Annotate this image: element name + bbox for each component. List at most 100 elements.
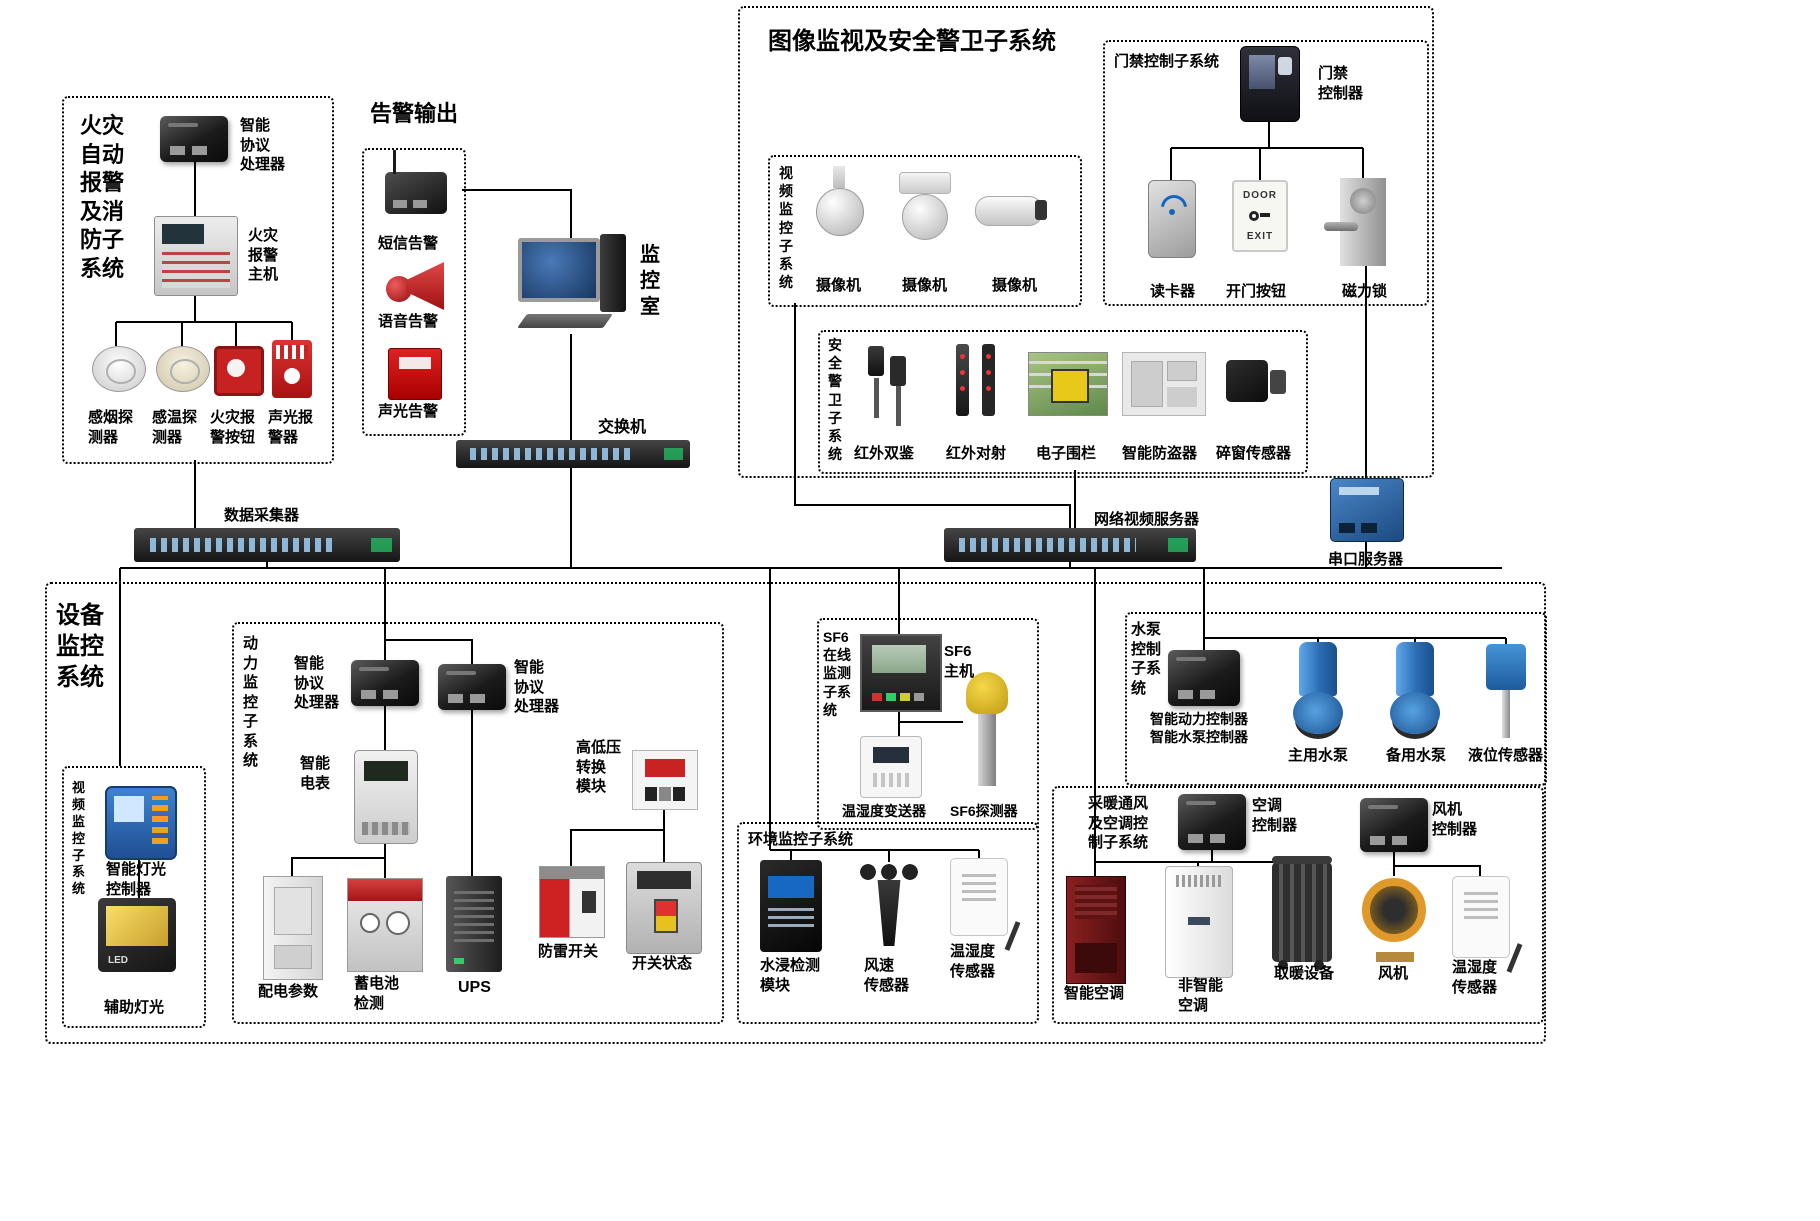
fire-protocol-processor-label: 智能 协议 处理器: [240, 117, 286, 173]
switch-label: 交换机: [598, 419, 647, 436]
normal-ac-label: 非智能 空调: [1178, 977, 1224, 1014]
door-button-label: 开门按钮: [1226, 283, 1287, 300]
sms-alarm-device: [385, 150, 447, 214]
ups-label: UPS: [458, 979, 491, 996]
magnetic-lock-label: 磁力锁: [1342, 283, 1388, 300]
computer-monitor: [518, 238, 600, 302]
switch-status-label: 开关状态: [632, 955, 693, 972]
lighting-subsystem-title: 视频监控子系统: [72, 780, 86, 897]
equipment-monitor-box: [45, 582, 1546, 1044]
main-pump-device: [1286, 642, 1350, 740]
smart-ac-label: 智能空调: [1064, 985, 1125, 1002]
ir-dual-label: 红外双鉴: [854, 445, 915, 462]
sound-light-output-device: [388, 348, 442, 400]
pump-subsystem-title: 水泵 控制 子系 统: [1131, 621, 1162, 697]
fan-label: 风机: [1378, 965, 1409, 982]
normal-ac-device: [1165, 866, 1233, 978]
fire-alarm-button-device: [214, 346, 264, 396]
camera1-label: 摄像机: [816, 277, 862, 294]
distribution-label: 配电参数: [258, 983, 319, 1000]
level-sensor-device: [1478, 644, 1534, 740]
image-security-title: 图像监视及安全警卫子系统: [768, 28, 1056, 55]
door-text-top: DOOR: [1243, 190, 1277, 202]
temp-detector-device: [156, 346, 210, 392]
backup-pump-device: [1383, 642, 1447, 740]
wind-sensor-device: [856, 862, 922, 950]
smoke-detector-device: [92, 346, 146, 392]
main-pump-label: 主用水泵: [1288, 747, 1349, 764]
hvac-subsystem-box: [1052, 786, 1544, 1024]
fire-subsystem-title: 火灾自动报警及消防子系统: [80, 113, 125, 281]
led-text: LED: [108, 955, 128, 966]
power-processor2-label: 智能 协议 处理器: [514, 659, 560, 715]
card-reader-label: 读卡器: [1150, 283, 1196, 300]
access-controller-device: [1240, 46, 1300, 122]
floodlight-device: LED: [98, 898, 176, 972]
power-processor1-label: 智能 协议 处理器: [294, 655, 340, 711]
sound-light-alarm-label: 声光报 警器: [268, 409, 314, 446]
ptz-camera-device: [893, 172, 955, 244]
switch-device: [456, 440, 690, 468]
electronic-fence-label: 电子围栏: [1036, 445, 1097, 462]
dome-camera-device: [812, 166, 866, 242]
anti-theft-label: 智能防盗器: [1122, 445, 1198, 462]
hvac-humiture-label: 温湿度 传感器: [1452, 959, 1498, 996]
ir-beam-device: [948, 342, 1004, 420]
water-detect-label: 水浸检测 模块: [760, 957, 821, 994]
ups-device: [446, 876, 502, 972]
security-guard-title: 安全警卫子系统: [828, 337, 842, 463]
window-sensor-label: 碎窗传感器: [1216, 445, 1292, 462]
magnetic-lock-device: [1324, 178, 1386, 266]
window-sensor-device: [1222, 352, 1288, 414]
humiture-sensor-device: [950, 858, 1008, 936]
fire-alarm-host-device: [154, 216, 238, 296]
computer-keyboard: [517, 314, 613, 328]
data-collector-label: 数据采集器: [224, 507, 300, 524]
pump-controller-device: [1168, 650, 1240, 706]
card-reader-device: [1148, 180, 1196, 258]
voice-alarm-device: [386, 262, 444, 310]
monitor-room-label: 监控室: [640, 244, 660, 318]
humiture-sensor-label: 温湿度 传感器: [950, 943, 996, 980]
smart-meter-label: 智能 电表: [300, 755, 331, 792]
heater-label: 取暖设备: [1274, 965, 1335, 982]
serial-server-label: 串口服务器: [1328, 551, 1404, 568]
alarm-output-box: [362, 148, 466, 436]
power-subsystem-box: [232, 622, 724, 1024]
pump-controller-label: 智能动力控制器 智能水泵控制器: [1150, 711, 1248, 746]
ac-controller-label: 空调 控制器: [1252, 797, 1298, 834]
lightning-switch-label: 防雷开关: [538, 943, 599, 960]
fan-controller-label: 风机 控制器: [1432, 801, 1478, 838]
lighting-subsystem-box: [62, 766, 206, 1028]
door-button-device: DOOR EXIT: [1232, 180, 1288, 252]
lightning-switch-device: [539, 866, 605, 938]
backup-pump-label: 备用水泵: [1386, 747, 1447, 764]
camera2-label: 摄像机: [902, 277, 948, 294]
image-security-box: [738, 6, 1434, 478]
access-control-title: 门禁控制子系统: [1114, 53, 1220, 70]
environment-title: 环境监控子系统: [748, 831, 854, 848]
hv-module-device: [632, 750, 698, 810]
hvac-title: 采暖通风 及空调控 制子系统: [1088, 795, 1149, 851]
water-detect-device: [760, 860, 822, 952]
smart-ac-device: [1066, 876, 1126, 984]
sound-light-alarm-device: [272, 340, 312, 398]
camera3-label: 摄像机: [992, 277, 1038, 294]
video-camera-title: 视频监控子系统: [779, 165, 793, 291]
smart-meter-device: [354, 750, 418, 844]
environment-subsystem-box: [737, 822, 1039, 1024]
serial-server-device: [1330, 478, 1404, 542]
anti-theft-device: [1122, 352, 1206, 416]
video-server-device: [944, 528, 1196, 562]
sf6-host-label: SF6 主机: [944, 643, 975, 680]
humiture-transmitter-label: 温湿度变送器: [842, 803, 926, 819]
fire-alarm-button-label: 火灾报 警按钮: [210, 409, 256, 446]
bullet-camera-device: [975, 186, 1053, 240]
ir-dual-detector-device: [860, 342, 914, 420]
heater-device: [1272, 856, 1332, 970]
hvac-humiture-device: [1452, 876, 1510, 958]
fire-alarm-host-label: 火灾 报警 主机: [248, 227, 279, 283]
door-text-bottom: EXIT: [1246, 230, 1274, 242]
sms-alarm-label: 短信告警: [378, 235, 439, 252]
